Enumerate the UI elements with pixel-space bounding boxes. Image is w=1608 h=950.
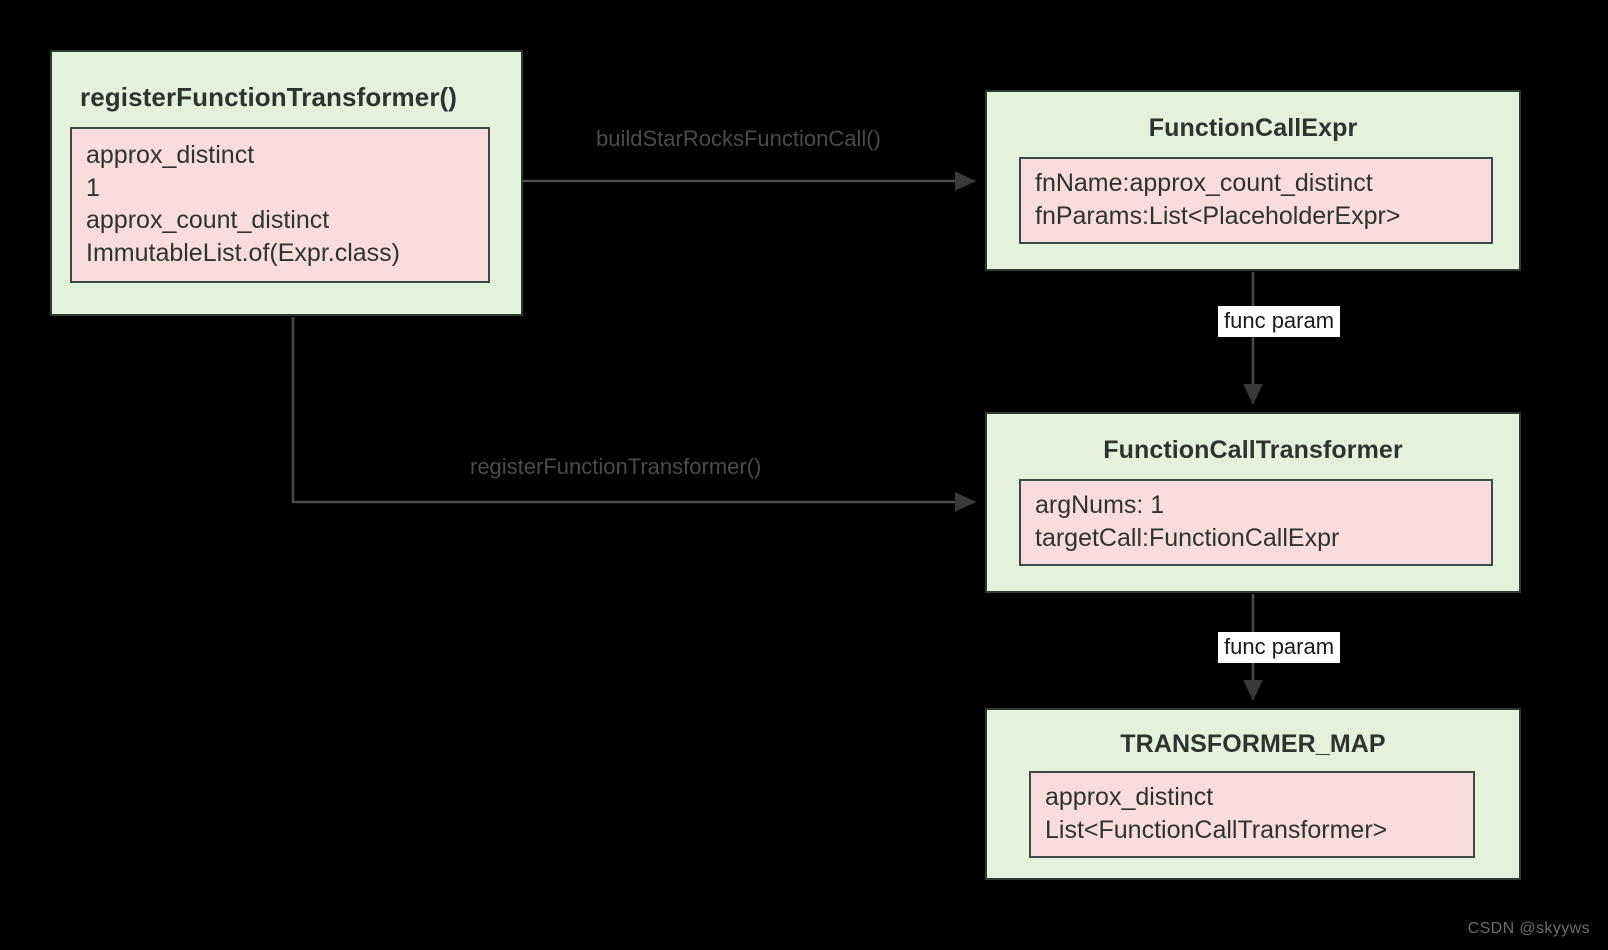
attribute-line: approx_count_distinct [86, 206, 330, 234]
attribute-line: fnName:approx_count_distinct [1035, 169, 1373, 197]
attribute-line: ImmutableList.of(Expr.class) [86, 238, 400, 267]
attribute-line: approx_distinct [1045, 783, 1214, 811]
attribute-line: approx_distinct [86, 141, 255, 169]
node-attribute-box: fnName:approx_count_distinct fnParams:Li… [1019, 157, 1493, 244]
node-title: registerFunctionTransformer() [80, 82, 458, 112]
attribute-line: List<FunctionCallTransformer> [1045, 815, 1388, 844]
node-register-function-transformer[interactable]: registerFunctionTransformer() approx_dis… [50, 50, 523, 316]
edge-label-func-param-lower: func param [1218, 632, 1341, 663]
node-title: FunctionCallExpr [1148, 114, 1358, 142]
attribute-line: fnParams:List<PlaceholderExpr> [1035, 201, 1401, 230]
node-transformer-map[interactable]: TRANSFORMER_MAP approx_distinct List<Fun… [985, 708, 1521, 880]
node-attribute-box: argNums: 1 targetCall:FunctionCallExpr [1019, 479, 1493, 566]
watermark: CSDN @skyyws [1467, 920, 1590, 937]
edge-label-register-function-transformer: registerFunctionTransformer() [470, 454, 762, 479]
node-attribute-box: approx_distinct List<FunctionCallTransfo… [1029, 771, 1475, 858]
node-function-call-expr[interactable]: FunctionCallExpr fnName:approx_count_dis… [985, 90, 1521, 271]
node-title: TRANSFORMER_MAP [1120, 730, 1386, 758]
attribute-line: argNums: 1 [1035, 491, 1165, 519]
attribute-line: 1 [86, 173, 100, 202]
edge-label-build-starrocks-function-call: buildStarRocksFunctionCall() [596, 126, 881, 151]
node-attribute-box: approx_distinct 1 approx_count_distinct … [70, 127, 490, 283]
attribute-line: targetCall:FunctionCallExpr [1035, 523, 1340, 552]
node-title: FunctionCallTransformer [1103, 436, 1403, 464]
node-function-call-transformer[interactable]: FunctionCallTransformer argNums: 1 targe… [985, 412, 1521, 593]
edge-label-func-param-upper: func param [1218, 306, 1341, 337]
